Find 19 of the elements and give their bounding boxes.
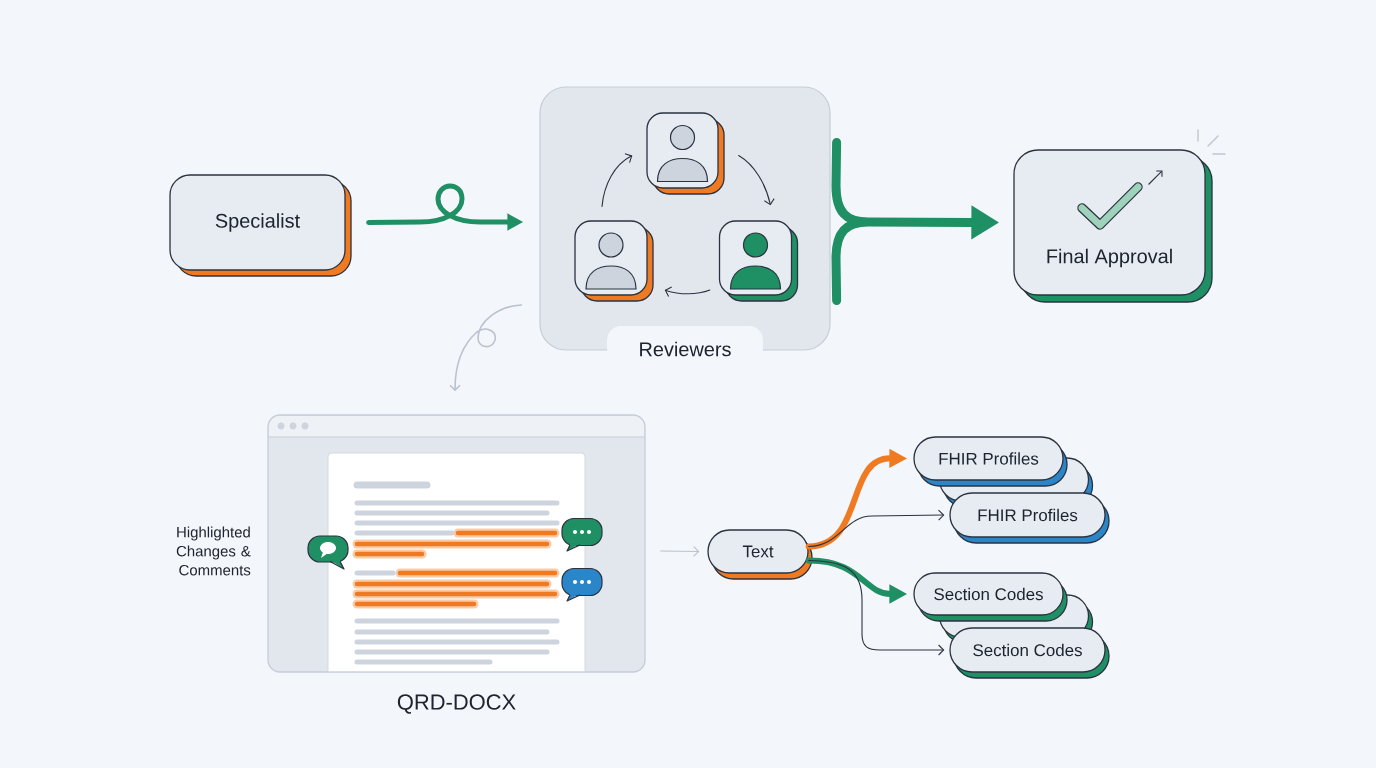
person-tile — [574, 220, 654, 302]
arrow — [664, 286, 711, 298]
pill-box: FHIR Profiles — [913, 436, 1068, 487]
arrow — [449, 304, 523, 392]
pill-box: FHIR Profiles — [949, 492, 1110, 544]
pill-box: Section Codes — [949, 627, 1110, 679]
arrow — [808, 559, 945, 656]
rounded-box: Specialist — [169, 174, 352, 277]
pill-box: Section Codes — [913, 572, 1068, 622]
pill-box: Text — [707, 529, 813, 580]
person-tile — [718, 220, 799, 302]
arrow — [738, 154, 775, 206]
arrow — [601, 153, 633, 207]
person-tile — [646, 112, 725, 195]
side-note: Highlighted Changes & Comments — [176, 526, 251, 576]
document-title: QRD-DOCX — [397, 694, 516, 714]
arrow — [808, 509, 945, 548]
arrow — [660, 545, 700, 557]
rounded-box: Final Approval — [1013, 149, 1213, 303]
